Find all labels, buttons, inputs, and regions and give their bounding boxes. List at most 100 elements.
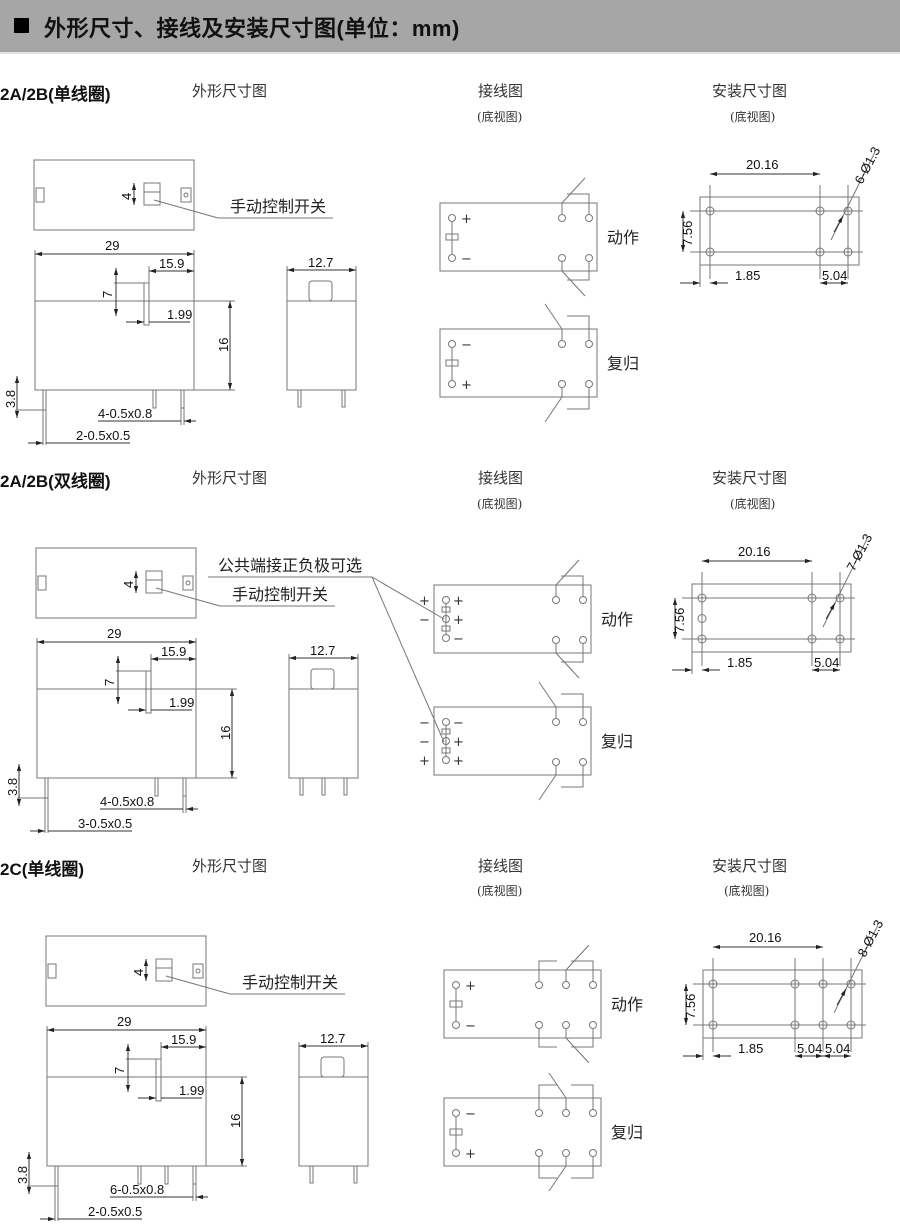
dim-pins-a: 4-0.5x0.8 <box>100 794 154 809</box>
bottom-view-label: (底视图) <box>730 110 776 124</box>
mounting-title: 安装尺寸图 <box>712 469 788 487</box>
polarity-label: + <box>419 754 430 769</box>
dim-length: 29 <box>105 238 119 253</box>
outline-stroke <box>33 159 195 231</box>
outline-stroke <box>180 187 192 203</box>
dim-pins-b: 2-0.5x0.5 <box>88 1204 142 1219</box>
header-bar: 外形尺寸、接线及安装尺寸图(单位：mm) <box>0 0 900 54</box>
contact-icon <box>589 1021 597 1029</box>
contact-icon <box>585 214 593 222</box>
dim-lever-width: 1.99 <box>179 1083 204 1098</box>
polarity-label: − <box>419 716 430 731</box>
pin <box>297 389 302 408</box>
dim-row-pitch: 7.56 <box>672 608 687 633</box>
bottom-view-label: (底视图) <box>730 497 776 511</box>
dim-width: 12.7 <box>310 643 335 658</box>
pin <box>341 389 346 408</box>
dim-width: 12.7 <box>320 1031 345 1046</box>
polarity-label: − <box>461 338 472 353</box>
polarity-label: − <box>453 632 464 647</box>
switch-label: 手动控制开关 <box>232 585 328 604</box>
hole-icon <box>818 1020 828 1030</box>
outline-drawing: 手动控制开关42915.971.99163.84-0.5x0.82-0.5x0.… <box>3 159 357 446</box>
outline-stroke <box>288 688 359 779</box>
hole-icon <box>807 593 817 603</box>
contact-icon <box>552 718 560 726</box>
state-label: 动作 <box>611 995 643 1014</box>
outline-title: 外形尺寸图 <box>192 857 268 875</box>
outline-stroke <box>195 968 201 974</box>
common-terminal-label: 公共端接正负极可选 <box>218 556 362 575</box>
outline-stroke <box>182 777 187 797</box>
outline-stroke <box>192 1165 197 1185</box>
pin <box>343 777 348 796</box>
hole-icon <box>790 1020 800 1030</box>
hole-icon <box>705 206 715 216</box>
contact-icon <box>562 1149 570 1157</box>
dim-pitch: 5.04 <box>825 1041 850 1056</box>
contact-icon <box>562 981 570 989</box>
coil-icon <box>441 747 451 754</box>
dim-offset: 15.9 <box>159 256 184 271</box>
outline-stroke <box>155 587 221 607</box>
bottom-view-label: (底视图) <box>724 884 770 898</box>
wiring-diagram-operate: +−动作 <box>439 177 639 297</box>
outline-stroke <box>54 1165 59 1187</box>
outline-stroke <box>35 187 45 203</box>
mounting-title: 安装尺寸图 <box>712 82 788 100</box>
wiring-title: 接线图 <box>478 82 524 100</box>
polarity-label: + <box>419 594 430 609</box>
contact-icon <box>535 1109 543 1117</box>
switch-label: 手动控制开关 <box>242 973 338 992</box>
page-title: 外形尺寸、接线及安装尺寸图(单位：mm) <box>44 16 460 41</box>
polarity-label: − <box>419 735 430 750</box>
outline-stroke <box>286 300 357 391</box>
wiring-diagram-release: − + 复归 <box>439 303 639 423</box>
dim-pitch: 5.04 <box>822 268 847 283</box>
outline-drawing: 手动控制开关42915.971.99163.84-0.5x0.83-0.5x0.… <box>5 547 359 834</box>
dim-holes: 8-Ø1.3 <box>854 917 886 959</box>
wiring-diagram-release: −++−−+复归 <box>419 681 633 801</box>
contact-icon <box>585 340 593 348</box>
dim-switch-height: 4 <box>131 969 146 976</box>
dim-lever-width: 1.99 <box>167 307 192 322</box>
dim-pin-length: 3.8 <box>5 778 20 796</box>
dim-length: 29 <box>117 1014 131 1029</box>
pin <box>309 1165 314 1184</box>
coil-icon <box>441 625 451 632</box>
outline-title: 外形尺寸图 <box>192 82 268 100</box>
contact-icon <box>535 1149 543 1157</box>
hole-icon <box>697 614 707 623</box>
hole-icon <box>818 979 828 989</box>
outline-stroke <box>165 975 231 995</box>
contact-icon <box>589 981 597 989</box>
coil-icon <box>441 728 451 735</box>
polarity-label: − <box>461 252 472 267</box>
hole-icon <box>790 979 800 989</box>
pin <box>137 1165 142 1185</box>
dim-pins-a: 4-0.5x0.8 <box>98 406 152 421</box>
dim-offset: 15.9 <box>171 1032 196 1047</box>
outline-stroke <box>143 182 161 206</box>
contact-icon <box>535 981 543 989</box>
contact-icon <box>562 1109 570 1117</box>
contact-icon <box>579 718 587 726</box>
dim-width: 12.7 <box>308 255 333 270</box>
contact-icon <box>558 254 566 262</box>
leader-line <box>371 576 445 620</box>
dim-offset: 15.9 <box>161 644 186 659</box>
pin <box>299 777 304 796</box>
state-label: 复归 <box>607 354 639 373</box>
switch-label: 手动控制开关 <box>230 197 326 216</box>
dim-edge: 1.85 <box>727 655 752 670</box>
dim-pitch: 5.04 <box>797 1041 822 1056</box>
polarity-label: + <box>461 378 472 393</box>
dim-row-pitch: 7.56 <box>683 994 698 1019</box>
square-bullet-icon <box>14 18 29 33</box>
polarity-label: − <box>453 716 464 731</box>
contact-icon <box>552 758 560 766</box>
outline-stroke <box>35 547 197 619</box>
